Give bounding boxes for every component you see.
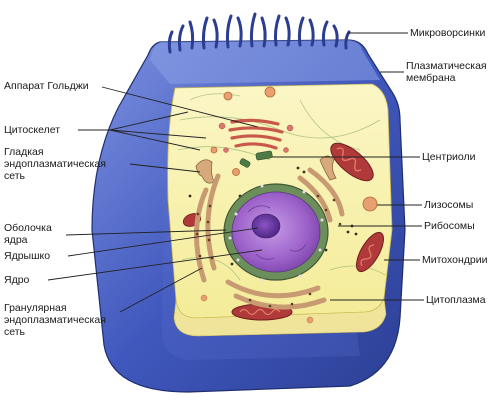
mitochondria [182,142,384,321]
label-nuclear-envelope: Оболочка ядра [4,222,52,246]
label-golgi: Аппарат Гольджи [4,80,89,92]
label-microvilli: Микроворсинки [410,27,486,39]
microvilli-group [167,12,351,54]
label-centrioles: Центриоли [422,151,476,163]
label-cytoskeleton: Цитоскелет [4,124,61,136]
label-rough-er: Гранулярная эндоплазматическая сеть [4,302,106,338]
label-lysosomes: Лизосомы [424,199,474,211]
nucleolus [251,213,281,239]
lysosomes [210,86,378,212]
label-mitochondria: Митохондрии [422,254,488,266]
label-ribosomes: Рибосомы [424,220,475,232]
centrioles [239,150,273,168]
label-smooth-er: Гладкая эндоплазматическая сеть [4,146,106,182]
label-nucleolus: Ядрышко [4,250,51,262]
label-nucleus: Ядро [4,274,30,286]
leader-lines [47,32,424,313]
label-cytoplasm: Цитоплазма [426,294,486,306]
label-plasma-membrane: Плазматическая мембрана [406,60,487,84]
